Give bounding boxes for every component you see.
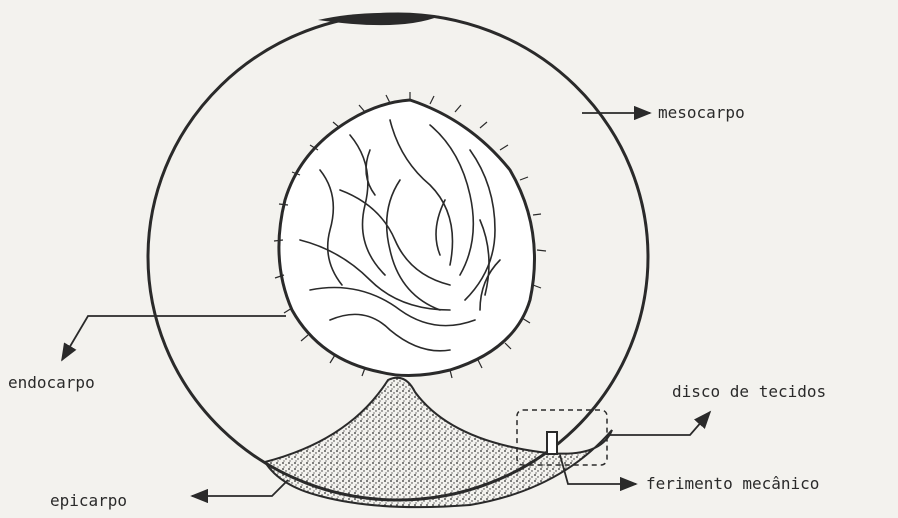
endocarp-seed (274, 92, 546, 378)
endocarp-label: endocarpo (8, 373, 95, 392)
tissue-disc-label: disco de tecidos (672, 382, 826, 401)
mesocarp-label: mesocarpo (658, 103, 745, 122)
epicarp-label: epicarpo (50, 491, 127, 510)
top-cap (318, 13, 440, 25)
epicarp-arrow (192, 480, 288, 496)
mechanical-wound-label: ferimento mecânico (646, 474, 819, 493)
wound-mark (547, 432, 557, 454)
endocarp-arrow (62, 316, 286, 360)
tissue-disc-arrow (610, 412, 710, 435)
